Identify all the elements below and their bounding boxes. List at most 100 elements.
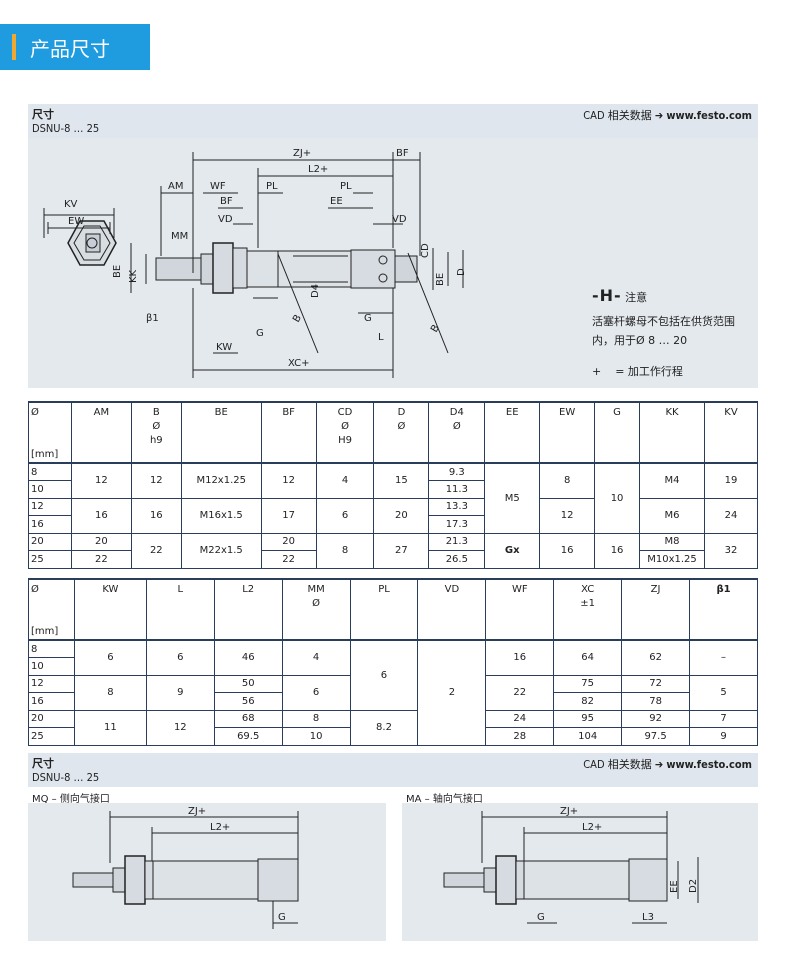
header-g: G <box>594 401 641 464</box>
drawing-ma: ZJ+ L2+ G L3 EE D2 <box>402 803 758 941</box>
note-header: -H- 注意 <box>592 286 648 305</box>
header-be: BE <box>180 401 262 464</box>
label-g-1: G <box>256 328 264 339</box>
header-wf: WF <box>485 578 555 641</box>
ma-label-l3: L3 <box>642 912 654 923</box>
header-ee: EE <box>484 401 541 464</box>
label-pl-1: PL <box>266 181 278 192</box>
note-plus: + = 加工作行程 <box>592 365 683 378</box>
table-row: 25 22 22 26.5 M10x1.25 <box>28 550 758 569</box>
table-row: 12 16 16 M16x1.5 17 6 20 13.3 12 M6 24 <box>28 498 759 534</box>
table-row: 20 20 22 M22x1.5 20 8 27 21.3 Gx 16 16 M… <box>28 533 759 569</box>
table-row: 8 6 6 46 4 6 2 16 64 62 – <box>28 640 758 746</box>
mq-title: MQ – 侧向气接口 <box>32 794 110 805</box>
banner-title: 产品尺寸 <box>30 36 110 61</box>
table-row: 10 11.3 <box>28 480 758 499</box>
mq-label-l2: L2+ <box>210 822 230 833</box>
cad-link[interactable]: CAD 相关数据 ➔ www.festo.com <box>583 758 752 771</box>
label-beta: β1 <box>146 313 159 324</box>
label-l2: L2+ <box>308 164 328 175</box>
note-text-1: 活塞杆螺母不包括在供货范围 <box>592 315 735 328</box>
label-bf-top: BF <box>396 148 409 159</box>
table-row: 20 11 12 68 8 8.2 24 95 92 7 <box>28 710 758 746</box>
label-b-1: B <box>291 313 304 325</box>
table-row: 16 56 82 78 <box>28 692 758 711</box>
label-cd: CD <box>420 243 431 258</box>
label-ew: EW <box>68 216 84 227</box>
label-am: AM <box>168 181 183 192</box>
label-mm: MM <box>171 231 188 242</box>
label-b-2: B <box>429 323 442 335</box>
header-kw: KW <box>73 578 147 641</box>
header-kv: KV <box>703 401 759 464</box>
banner-accent-bar <box>12 34 16 60</box>
table-row: 16 17.3 <box>28 515 758 534</box>
label-pl-2: PL <box>340 181 352 192</box>
header-xc: XC±1 <box>553 578 623 641</box>
header-zj: ZJ <box>621 578 691 641</box>
header-diameter: Ø[mm] <box>28 578 75 641</box>
label-kk: KK <box>128 269 139 283</box>
section-title: 尺寸 <box>32 108 54 121</box>
label-bf: BF <box>220 196 233 207</box>
label-be-1: BE <box>112 265 123 278</box>
page-banner: 产品尺寸 <box>0 24 150 70</box>
label-vd-2: VD <box>392 214 407 225</box>
header-bf: BF <box>260 401 317 464</box>
header-l2: L2 <box>213 578 283 641</box>
label-zj: ZJ+ <box>293 148 311 159</box>
label-wf: WF <box>210 181 226 192</box>
ma-drawing: ZJ+ L2+ G L3 EE D2 <box>443 806 699 924</box>
table-row: 8 12 12 M12x1.25 12 4 15 9.3 M5 8 10 M4 … <box>28 463 759 534</box>
label-vd-1: VD <box>218 214 233 225</box>
header-vd: VD <box>417 578 487 641</box>
label-be-2: BE <box>435 273 446 286</box>
label-d4: D4 <box>310 284 321 298</box>
header-l: L <box>145 578 215 641</box>
ma-label-zj: ZJ+ <box>560 806 578 817</box>
label-xc: XC+ <box>288 358 309 369</box>
section-header-2: 尺寸 DSNU-8 … 25 CAD 相关数据 ➔ www.festo.com <box>28 753 758 787</box>
label-g-2: G <box>364 313 372 324</box>
mq-drawing: ZJ+ L2+ G <box>72 806 299 929</box>
ma-label-l2: L2+ <box>582 822 602 833</box>
cad-link[interactable]: CAD 相关数据 ➔ www.festo.com <box>583 109 752 122</box>
header-beta: β1 <box>689 578 758 641</box>
label-ee: EE <box>330 196 343 207</box>
ma-label-ee: EE <box>669 880 680 893</box>
label-kv: KV <box>64 199 78 210</box>
header-diameter: Ø[mm] <box>28 401 72 464</box>
table-row: 10 <box>28 657 758 676</box>
ma-label-g: G <box>537 912 545 923</box>
note-text-2: 内，用于Ø 8 … 20 <box>592 334 688 347</box>
label-d: D <box>456 268 467 276</box>
table-row: 12 8 9 50 6 22 75 72 5 <box>28 675 758 711</box>
header-am: AM <box>70 401 132 464</box>
section-subtitle: DSNU-8 … 25 <box>32 122 100 135</box>
section-title: 尺寸 <box>32 757 54 770</box>
ma-title: MA – 轴向气接口 <box>406 794 483 805</box>
section-header-1: 尺寸 DSNU-8 … 25 CAD 相关数据 ➔ www.festo.com <box>28 104 758 138</box>
mq-label-g: G <box>278 912 286 923</box>
header-ew: EW <box>539 401 596 464</box>
header-pl: PL <box>349 578 419 641</box>
label-kw: KW <box>216 342 232 353</box>
ma-label-d2: D2 <box>688 879 699 893</box>
header-kk: KK <box>639 401 705 464</box>
section-subtitle: DSNU-8 … 25 <box>32 771 100 784</box>
cylinder-drawing: ZJ+ BF L2+ AM WF PL PL BF EE VD VD MM KV… <box>43 148 467 378</box>
table-row: 25 69.5 10 28 104 97.5 9 <box>28 727 758 746</box>
mq-label-zj: ZJ+ <box>188 806 206 817</box>
label-l: L <box>378 332 384 343</box>
technical-drawing-main: ZJ+ BF L2+ AM WF PL PL BF EE VD VD MM KV… <box>28 138 758 388</box>
drawing-mq: ZJ+ L2+ G <box>28 803 386 941</box>
